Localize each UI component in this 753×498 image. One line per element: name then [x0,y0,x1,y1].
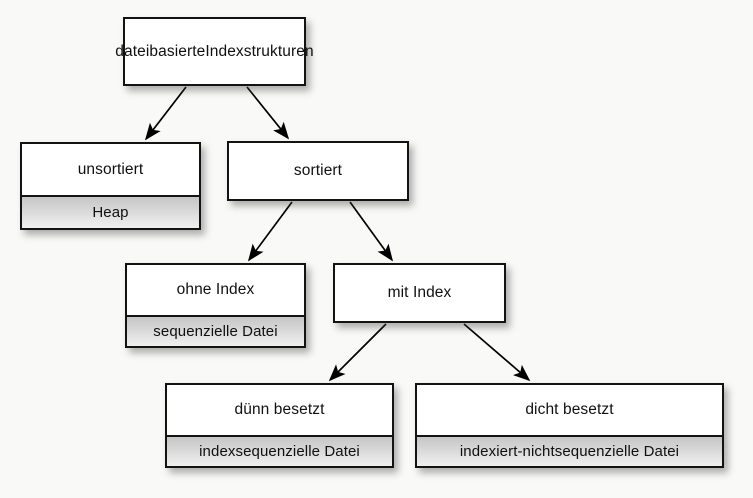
node-ohne-index[interactable]: ohne Index sequenzielle Datei [125,263,306,348]
node-duenn-besetzt-primary-label: dünn besetzt [167,385,392,436]
edge-mit_index-to-duenn_besetzt [328,323,387,382]
node-sortiert-primary-label: sortiert [229,143,407,199]
node-dateibasierte-indexstrukturen[interactable]: dateibasierte Indexstrukturen [115,17,314,86]
node-unsortiert[interactable]: unsortiert Heap [20,142,201,230]
node-dicht-besetzt[interactable]: dicht besetzt indexiert-nichtsequenziell… [415,383,724,468]
edge-sortiert-to-mit_index [349,201,393,262]
node-duenn-besetzt[interactable]: dünn besetzt indexsequenzielle Datei [165,383,394,468]
edge-sortiert-to-ohne_index [247,201,293,262]
node-dicht-besetzt-primary-label: dicht besetzt [417,385,722,436]
node-mit-index-primary-label: mit Index [335,265,504,321]
node-root-line2: Indexstrukturen [205,42,314,60]
edge-mit_index-to-dicht_besetzt [463,323,531,382]
node-dicht-besetzt-secondary-label: indexiert-nichtsequenzielle Datei [417,435,722,466]
node-root-primary-label: dateibasierte Indexstrukturen [115,19,314,84]
node-ohne-index-primary-label: ohne Index [127,265,304,316]
edge-root-to-sortiert [246,86,290,140]
node-root-line1: dateibasierte [115,42,206,60]
node-duenn-besetzt-secondary-label: indexsequenzielle Datei [167,435,392,466]
node-mit-index[interactable]: mit Index [333,263,506,323]
node-sortiert[interactable]: sortiert [227,141,409,201]
node-unsortiert-primary-label: unsortiert [22,144,199,196]
node-unsortiert-secondary-label: Heap [22,195,199,228]
node-ohne-index-secondary-label: sequenzielle Datei [127,315,304,346]
edge-root-to-unsortiert [144,86,187,141]
